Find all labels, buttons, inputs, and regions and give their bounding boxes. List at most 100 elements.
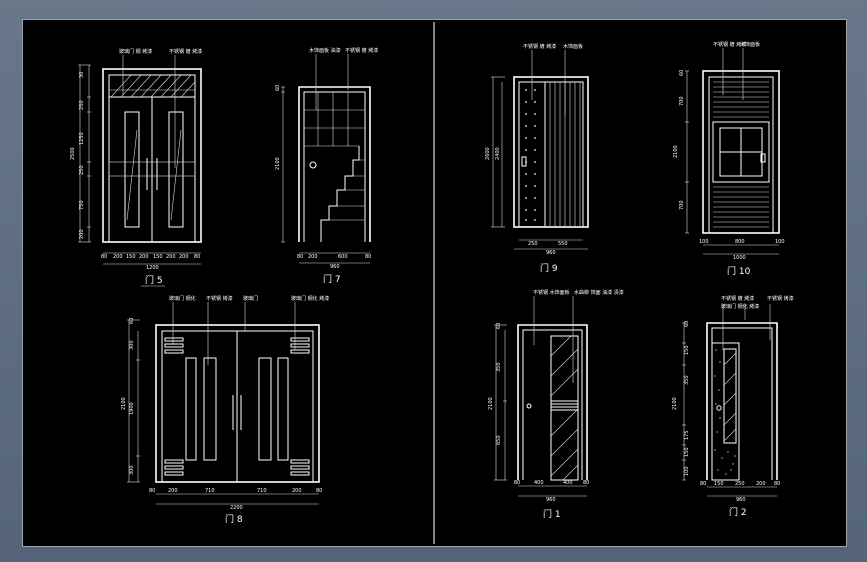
dot-pattern xyxy=(525,89,536,221)
bottom-stripes xyxy=(164,459,310,476)
dim-v: 300 xyxy=(129,465,135,475)
dim-h: 200 xyxy=(756,481,766,487)
door-7-elevation[interactable]: 60 2100 80 200 600 80 960 木饰面板 油漆 不锈钢 镀 … xyxy=(275,47,378,285)
speckled-panel xyxy=(711,342,740,481)
dim-h: 80 xyxy=(101,254,107,260)
dim-v: 2100 xyxy=(673,145,679,158)
dim-v: 60 xyxy=(275,85,281,91)
door-inner-frame xyxy=(303,91,366,242)
note: 不锈钢 镀 烤漆 xyxy=(721,295,754,302)
door-8-elevation[interactable]: 60 300 2100 1900 300 80 200 710 710 200 … xyxy=(121,295,329,525)
dim-v: 150 xyxy=(684,447,690,457)
door-inner-frame xyxy=(518,81,584,228)
dim-v: 60 xyxy=(679,70,685,76)
door-10-elevation[interactable]: 60 700 2100 700 100 800 100 1000 不锈钢 镀 烤… xyxy=(673,41,785,277)
dim-v: 300 xyxy=(129,340,135,350)
note: 玻璃门 钢化 烤漆 xyxy=(721,303,759,310)
door-knob-icon xyxy=(716,405,722,411)
note: 木饰面板 油漆 xyxy=(309,47,341,54)
dim-h: 800 xyxy=(735,239,745,245)
dim-h: 710 xyxy=(205,488,215,494)
door-9-elevation[interactable]: 2600 2400 250 550 960 不锈钢 镀 烤漆 木饰面板 门 9 xyxy=(485,43,589,274)
glass-panel-left xyxy=(124,111,140,228)
note: 不锈钢 烤漆 xyxy=(206,295,233,302)
dim-v: 60 xyxy=(129,318,135,324)
door-handle-icon xyxy=(521,156,527,167)
dim-total: 1200 xyxy=(146,265,159,271)
dim-v: 2400 xyxy=(495,147,501,160)
door-label: 门 10 xyxy=(727,265,751,277)
dim-h: 200 xyxy=(139,254,149,260)
veneer-panel xyxy=(550,335,579,481)
dim-h: 80 xyxy=(316,488,322,494)
dim-h: 250 xyxy=(735,481,745,487)
dim-h: 80 xyxy=(700,481,706,487)
dim-v: 1900 xyxy=(129,402,135,415)
glass-panel xyxy=(277,357,289,461)
door-knob-icon xyxy=(526,403,532,409)
top-stripes xyxy=(164,337,310,354)
dim-total: 960 xyxy=(736,497,746,503)
dim-h: 80 xyxy=(774,481,780,487)
dim-v: 250 xyxy=(79,165,85,175)
door-inner-frame xyxy=(522,329,583,480)
transom xyxy=(108,74,196,98)
dim-h: 100 xyxy=(775,239,785,245)
dim-v: 2100 xyxy=(672,397,678,410)
dim-total: 2200 xyxy=(230,505,243,511)
dim-v: 650 xyxy=(496,435,502,445)
dim-h: 150 xyxy=(153,254,163,260)
note: 玻璃门 钢化 烤漆 xyxy=(291,295,329,302)
glass-strip xyxy=(723,348,737,444)
dim-total: 1000 xyxy=(733,255,746,261)
dim-v: 60 xyxy=(684,321,690,327)
dim-h: 100 xyxy=(699,239,709,245)
note: 不锈钢 烤漆 xyxy=(767,295,794,302)
note: 玻璃门 钢 烤漆 xyxy=(119,48,152,55)
dim-v: 60 xyxy=(496,323,502,329)
glass-window xyxy=(712,121,770,183)
note: 不锈钢 镀 烤漆 xyxy=(345,47,378,54)
door-handle-icon xyxy=(760,153,766,163)
door-label: 门 9 xyxy=(540,262,558,274)
door-2-elevation[interactable]: 60 150 350 2100 175 150 100 80 150 250 2… xyxy=(672,295,794,518)
glass-panel xyxy=(185,357,197,461)
transom-hatch xyxy=(110,74,196,98)
dim-v: 200 xyxy=(79,229,85,239)
note: 玻璃门 钢化 xyxy=(169,295,196,302)
dim-total: 960 xyxy=(546,250,556,256)
drawing-canvas[interactable]: 30 250 2500 1250 250 750 200 80 200 150 … xyxy=(22,19,847,547)
dim-h: 400 xyxy=(534,480,544,486)
note: 不锈钢 木饰面板 xyxy=(533,289,570,296)
note: 木饰面板 xyxy=(563,43,583,50)
dim-total-v: 2500 xyxy=(70,147,76,160)
note: 木饰面板 xyxy=(740,41,760,48)
dim-h: 200 xyxy=(113,254,123,260)
glass-panel xyxy=(203,357,217,461)
dim-v: 2100 xyxy=(488,397,494,410)
dim-v: 700 xyxy=(679,200,685,210)
door-5-elevation[interactable]: 30 250 2500 1250 250 750 200 80 200 150 … xyxy=(70,48,202,287)
dim-h: 150 xyxy=(714,481,724,487)
dim-h: 200 xyxy=(166,254,176,260)
door-frame xyxy=(706,322,778,480)
door-frame xyxy=(517,324,588,480)
dim-v: 350 xyxy=(496,362,502,372)
dim-v: 2100 xyxy=(121,397,127,410)
dim-h: 250 xyxy=(528,241,538,247)
door-label: 门 7 xyxy=(323,273,341,285)
dim-v: 750 xyxy=(79,200,85,210)
dim-v: 100 xyxy=(684,466,690,476)
stair-grid xyxy=(304,92,365,242)
door-label: 门 8 xyxy=(225,513,243,525)
door-1-elevation[interactable]: 60 350 2100 650 80 400 400 80 960 不锈钢 木饰… xyxy=(488,289,624,520)
glass-panel-right xyxy=(168,111,184,228)
door-frame xyxy=(298,86,371,242)
dim-v: 700 xyxy=(679,96,685,106)
dim-v: 150 xyxy=(684,345,690,355)
dim-v: 30 xyxy=(79,72,85,78)
note: 玻璃门 xyxy=(243,295,258,302)
dim-v: 2600 xyxy=(485,147,491,160)
dim-h: 400 xyxy=(563,480,573,486)
veneer-hatch xyxy=(550,335,579,481)
